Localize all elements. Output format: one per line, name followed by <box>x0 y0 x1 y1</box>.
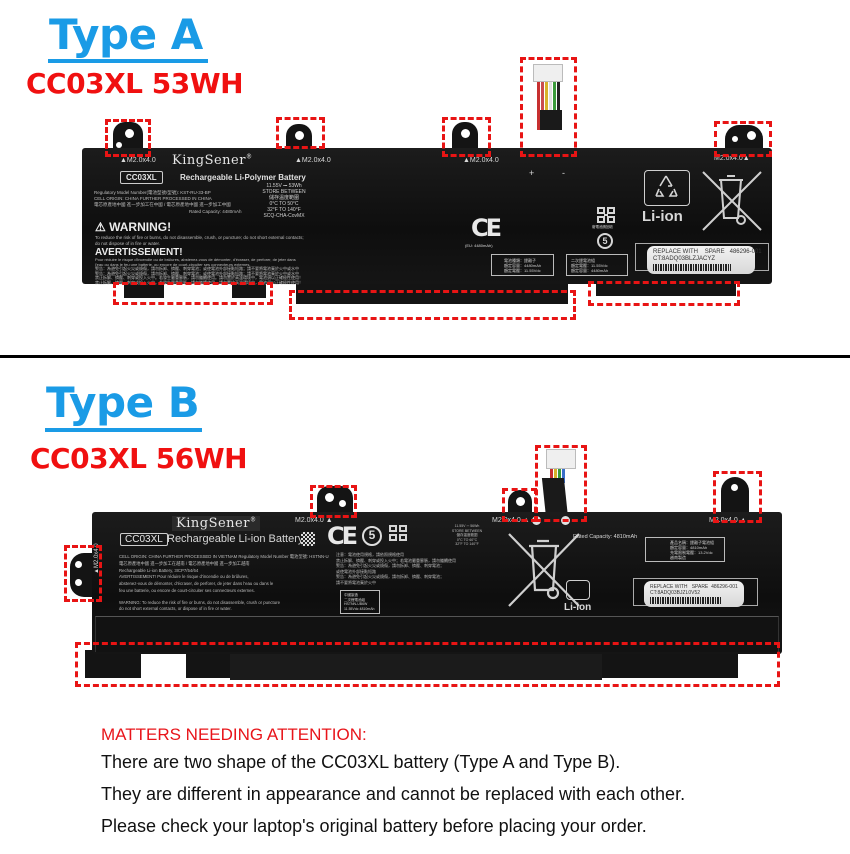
info-box: 中國製造 二次鋰電池組 HSTNN-UB6W 11.55Vdc 4810mAh <box>340 590 380 614</box>
highlight-box <box>588 281 740 306</box>
battery-subtitle: Rechargeable Li-ion Battery <box>167 533 304 545</box>
li-ion-label: Li-ion <box>642 208 683 225</box>
battery-foot <box>230 650 602 680</box>
info-box: 二次鋰電池組 額定電壓：11.55Vdc 額定容量：4480mAh <box>566 254 628 276</box>
type-a-title: Type A <box>49 10 203 59</box>
recycle-caption: 廢電池請回收 <box>592 225 613 229</box>
highlight-box <box>276 117 325 149</box>
epup-5-icon: 5 <box>362 526 382 546</box>
spec-text: 11.55V ⎓ 56Wh STORE BETWEEN 儲存溫度範圍 0°C T… <box>451 524 483 546</box>
ce-mark-icon: CE <box>471 214 502 242</box>
highlight-box <box>105 119 151 157</box>
highlight-box <box>714 121 772 157</box>
minus-terminal: - <box>562 168 565 178</box>
type-b-model: CC03XL 56WH <box>30 442 248 475</box>
model-box: CC03XL <box>120 171 163 184</box>
li-ion-label: Li-ion <box>564 602 592 613</box>
battery-foot <box>630 650 738 678</box>
highlight-box <box>113 282 273 305</box>
type-b-title: Type B <box>46 378 200 427</box>
recycle-mark-icon <box>596 206 616 224</box>
type-a-battery-body: ▲M2.0x4.0 ▲M2.0x4.0 ▲M2.0x4.0 M2.0x4.0▲ … <box>82 148 772 285</box>
avertissement-heading: AVERTISSEMENT! <box>95 247 183 258</box>
screw-label: ▲M2.0x4.0 <box>463 157 499 164</box>
highlight-box <box>713 471 762 523</box>
crossed-bin-icon <box>505 530 583 610</box>
screw-label: M2.0x4.0▲ <box>714 155 750 162</box>
spec-text: 11.55V ⎓ 53Wh STORE BETWEEN 儲存溫度範圍 0°C T… <box>262 183 306 219</box>
screw-label: ▲M2.0x4.0 <box>120 157 156 164</box>
regulatory-text: Regulatory Model Number(電池型號/型號): KST-RU… <box>94 190 242 214</box>
recycle-arrows-icon <box>566 580 590 600</box>
battery-subtitle: Rechargeable Li-Polymer Battery <box>180 173 306 182</box>
note-line: Please check your laptop's original batt… <box>101 816 647 836</box>
highlight-box <box>310 485 357 518</box>
battery-ledge <box>95 616 779 652</box>
highlight-box-connector <box>535 445 587 522</box>
highlight-box-connector <box>520 57 577 157</box>
note-line: They are different in appearance and can… <box>101 784 686 804</box>
battery-foot <box>296 282 568 304</box>
notes-header: MATTERS NEEDING ATTENTION: <box>101 725 367 744</box>
screw-label: M2.0x4.0 ▲ <box>295 517 333 524</box>
recycle-arrows-icon <box>644 170 690 206</box>
highlight-box <box>442 117 491 157</box>
qr-code-icon <box>301 532 315 546</box>
ce-mark-icon: CE <box>327 522 358 550</box>
warning-heading: ⚠ WARNING! <box>95 220 172 234</box>
brand-logo: KingSener® <box>172 153 253 168</box>
type-b-underline <box>45 428 202 432</box>
model-box: CC03XL <box>120 533 168 546</box>
barcode <box>653 264 731 271</box>
type-a-underline <box>48 59 208 63</box>
type-b-battery-body: M2.0x4.0 ▲ M2.0x4.0 ▲ M2.0x4.0 ▲ ▲M2.0x4… <box>92 512 782 654</box>
brand-logo: KingSener® <box>172 516 261 531</box>
replace-label: REPLACE WITH SPARE 486296-001 CT:8ADQ03B… <box>644 581 744 607</box>
plus-terminal: + <box>529 168 535 178</box>
replace-label: REPLACE WITH SPARE 486296-001 CT:8ADQ03B… <box>647 246 762 274</box>
battery-foot <box>85 650 141 678</box>
battery-foot <box>596 282 736 296</box>
highlight-box <box>289 290 576 320</box>
barcode <box>650 597 722 604</box>
note-line: There are two shape of the CC03XL batter… <box>101 752 621 772</box>
type-a-model: CC03XL 53WH <box>26 67 244 100</box>
warning-text: To reduce the risk of fire or burns, do … <box>95 235 304 247</box>
section-divider <box>0 355 850 358</box>
highlight-box <box>502 488 537 522</box>
highlight-box <box>64 545 102 602</box>
cn-warning-text: 注意：電池使用規格，請依照規格使用 禁止拆解、擠壓、刺穿或投入火中；若電池嚴重膨… <box>336 552 456 585</box>
info-box: 產品名稱：鋰離子電池組 額定容量：4810mAh 充電限制電壓：13.2Vdc … <box>645 537 725 562</box>
recycle-mark-icon <box>388 524 408 542</box>
regulatory-text: CELL ORIGIN: CHINA FURTHER PROCESSED IN … <box>119 554 329 593</box>
warning-text: WARNING: To reduce the risk of fire or b… <box>119 600 280 611</box>
rated-capacity: Rated Capacity: 4810mAh <box>573 534 638 540</box>
info-box: 電池種類：鋰離子 額定容量：4480mAh 額定電壓：11.55Vdc <box>491 254 554 276</box>
crossed-bin-icon <box>699 168 764 234</box>
screw-label: ▲M2.0x4.0 <box>295 157 331 164</box>
highlight-box <box>75 642 780 687</box>
epup-5-icon: 5 <box>597 233 613 249</box>
ce-caption: (EU: 4480mAh) <box>465 243 493 248</box>
